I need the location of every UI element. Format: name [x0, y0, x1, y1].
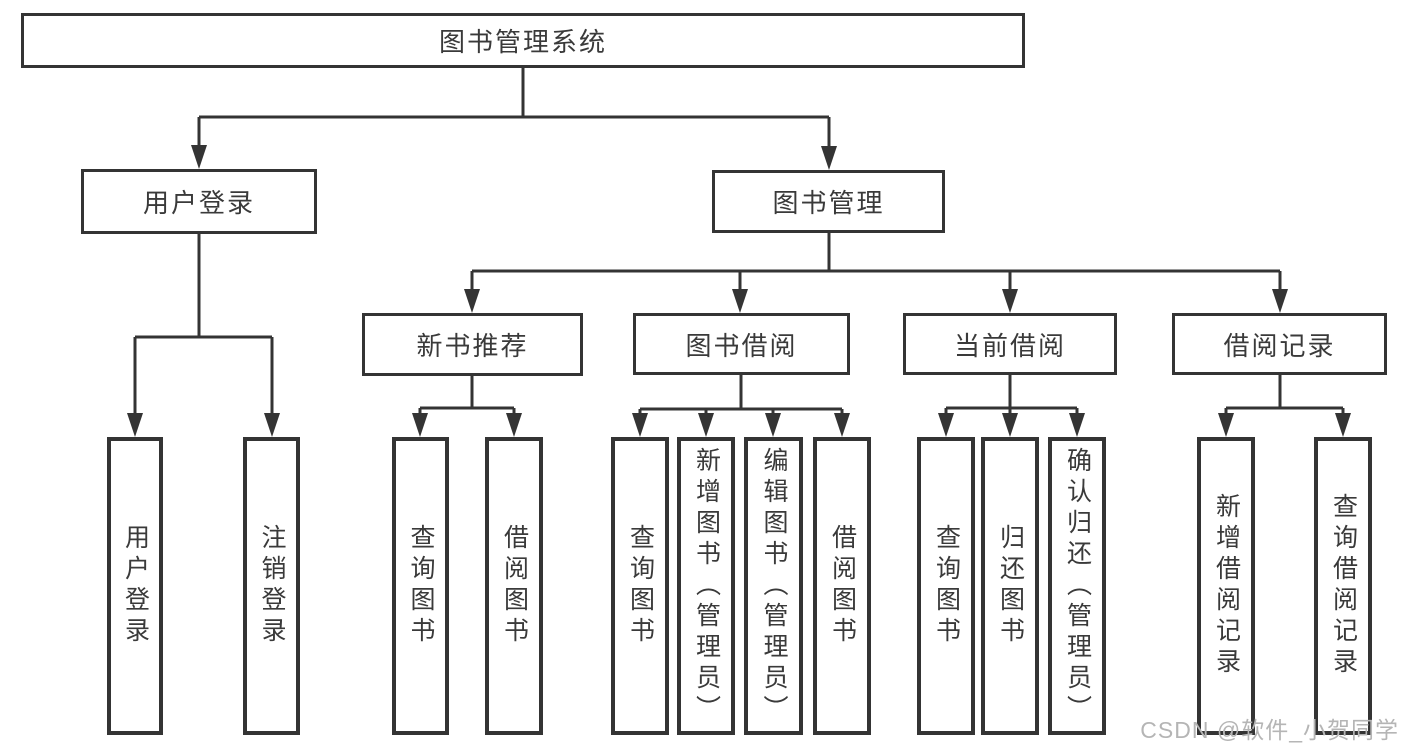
- leaf-label: 确认归还（管理员）: [1063, 446, 1092, 726]
- node-new-book-recommend: 新书推荐: [362, 313, 583, 376]
- leaf-add-borrow-record: 新增借阅记录: [1197, 437, 1255, 735]
- node-library-management-system: 图书管理系统: [21, 13, 1025, 68]
- node-label: 图书借阅: [685, 330, 798, 361]
- node-label: 图书管理: [772, 188, 885, 218]
- leaf-label: 新增图书（管理员）: [692, 446, 721, 726]
- leaf-edit-book-admin: 编辑图书（管理员）: [744, 437, 803, 735]
- node-label: 用户登录: [142, 188, 255, 218]
- node-label: 当前借阅: [953, 330, 1066, 361]
- leaf-label: 查询图书: [932, 524, 961, 648]
- node-label: 图书管理系统: [438, 27, 607, 57]
- leaf-return-books: 归还图书: [981, 437, 1039, 735]
- leaf-label: 注销登录: [258, 524, 286, 648]
- leaf-label: 归还图书: [996, 524, 1025, 648]
- leaf-add-book-admin: 新增图书（管理员）: [677, 437, 735, 735]
- leaf-logout: 注销登录: [243, 437, 300, 735]
- leaf-borrow-books-recommend: 借阅图书: [485, 437, 543, 735]
- leaf-label: 用户登录: [121, 524, 150, 648]
- leaf-query-books-recommend: 查询图书: [392, 437, 449, 735]
- leaf-label: 新增借阅记录: [1212, 493, 1241, 679]
- node-borrowing-records: 借阅记录: [1172, 313, 1387, 375]
- node-current-borrowing: 当前借阅: [903, 313, 1117, 375]
- leaf-label: 查询图书: [407, 524, 435, 648]
- leaf-label: 查询借阅记录: [1329, 493, 1358, 679]
- leaf-label: 编辑图书（管理员）: [760, 446, 788, 726]
- leaf-label: 借阅图书: [828, 524, 857, 648]
- leaf-query-books-borrowing: 查询图书: [611, 437, 669, 735]
- leaf-label: 查询图书: [626, 524, 655, 648]
- leaf-user-login: 用户登录: [107, 437, 163, 735]
- leaf-query-borrow-record: 查询借阅记录: [1314, 437, 1372, 735]
- leaf-borrow-books-borrowing: 借阅图书: [813, 437, 871, 735]
- node-book-borrowing: 图书借阅: [633, 313, 850, 375]
- node-label: 借阅记录: [1223, 330, 1336, 361]
- leaf-label: 借阅图书: [500, 524, 529, 648]
- node-user-login: 用户登录: [81, 169, 317, 234]
- node-label: 新书推荐: [416, 331, 529, 361]
- node-book-management: 图书管理: [712, 170, 945, 233]
- leaf-query-books-current: 查询图书: [917, 437, 975, 735]
- leaf-confirm-return-admin: 确认归还（管理员）: [1048, 437, 1106, 735]
